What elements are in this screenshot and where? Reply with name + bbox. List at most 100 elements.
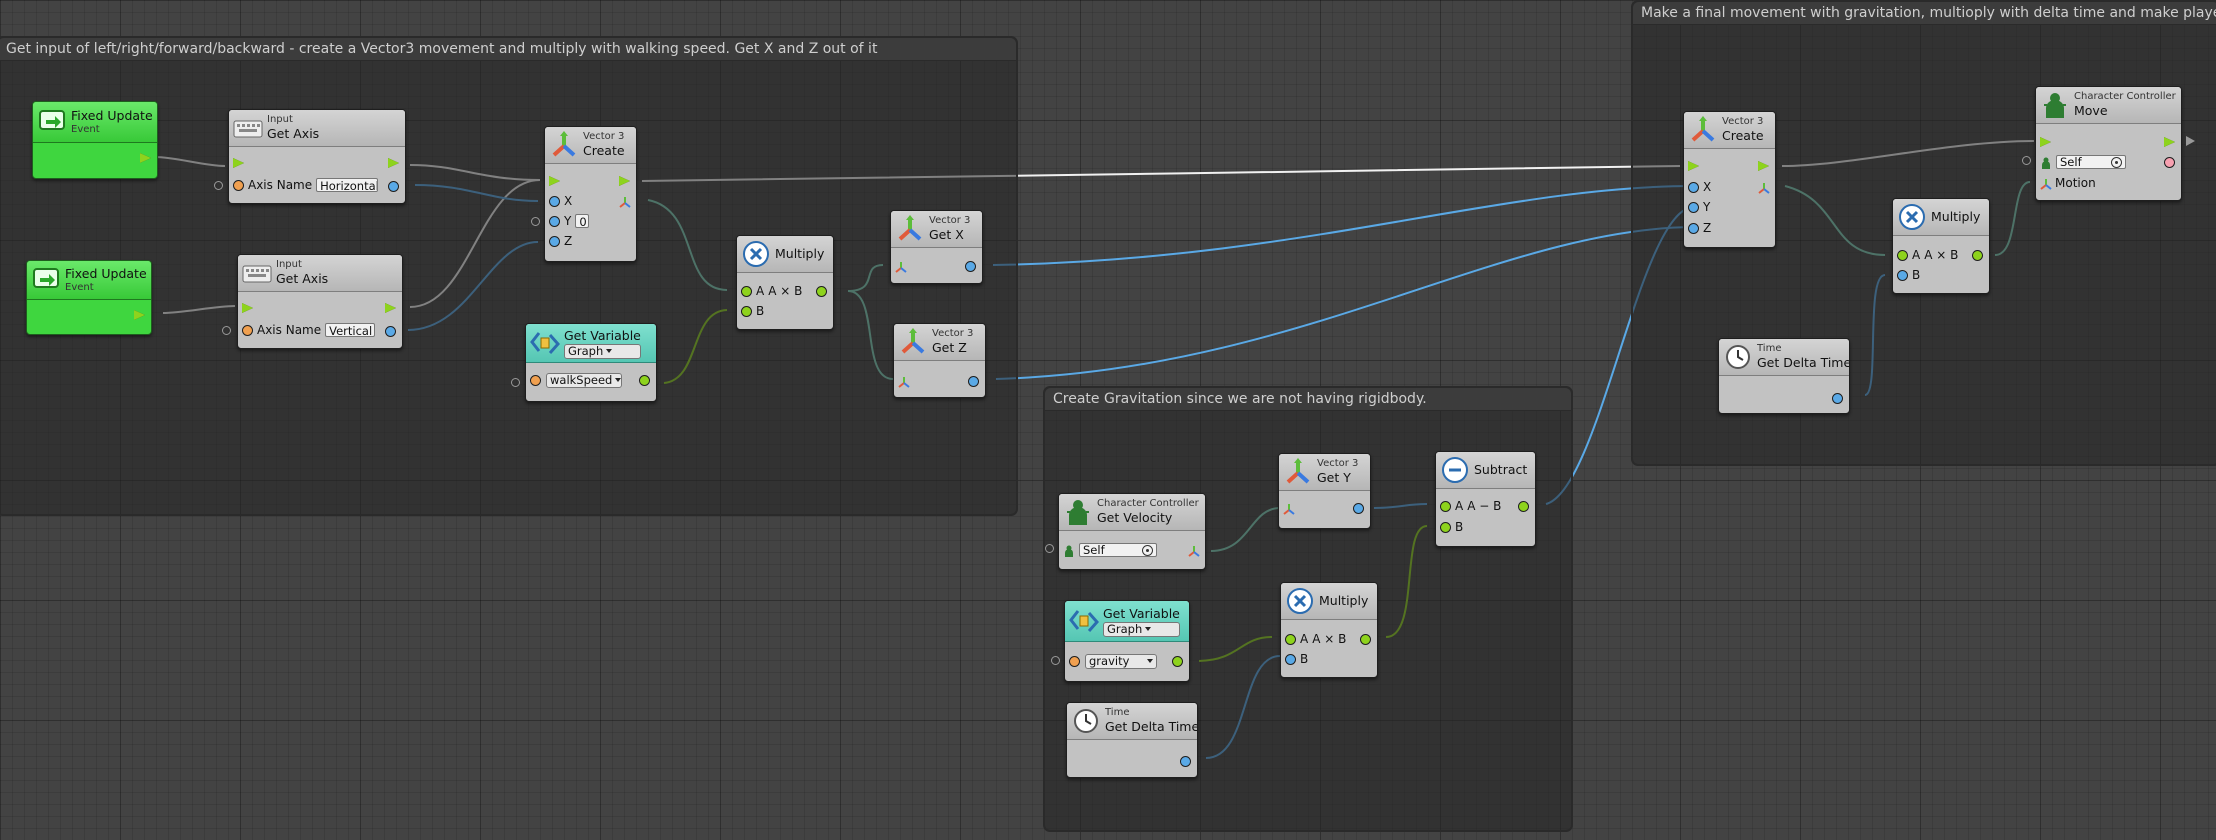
time-get-delta-time-node[interactable]: Time Get Delta Time [1718,338,1850,414]
y-input-port[interactable] [1688,201,1699,213]
vector3-output-port[interactable] [1188,545,1200,557]
result-output-port[interactable] [1972,249,1983,261]
fixed-update-node[interactable]: Fixed Update Event [26,260,152,335]
a-input-port[interactable] [1440,500,1451,512]
expression-label: A × B [1312,632,1347,646]
self-target-field[interactable]: Self [2056,155,2126,169]
time-get-delta-time-node[interactable]: Time Get Delta Time [1066,702,1198,778]
axis-name-port[interactable] [242,324,253,336]
float-output-port[interactable] [385,325,396,337]
motion-input-port[interactable] [2040,178,2052,190]
collision-flags-output-port[interactable] [2164,156,2175,168]
result-output-port[interactable] [816,285,827,297]
x-output-port[interactable] [965,260,976,272]
input-get-axis-node[interactable]: Input Get Axis Axis Name Horizontal [228,109,406,204]
unconnected-port[interactable] [2022,156,2031,165]
variable-name-port[interactable] [530,374,541,386]
vector3-input-port[interactable] [898,376,910,388]
vector3-get-y-node[interactable]: Vector 3 Get Y [1278,453,1371,529]
node-kind: Vector 3 [583,131,625,142]
self-target-field[interactable]: Self [1079,543,1157,557]
self-value: Self [1083,543,1105,557]
axis-name-field[interactable]: Horizontal [316,178,379,192]
variable-name-port[interactable] [1069,655,1080,667]
flow-output-port[interactable] [134,310,145,320]
y-value-field[interactable]: 0 [575,214,590,228]
fixed-update-node[interactable]: Fixed Update Event [32,101,158,179]
float-output-port[interactable] [388,180,399,192]
axis-name-port[interactable] [233,179,244,191]
flow-output-port[interactable] [619,176,630,186]
value-output-port[interactable] [1172,655,1183,667]
result-output-port[interactable] [1518,500,1529,512]
unconnected-port[interactable] [1051,656,1060,665]
b-input-port[interactable] [1897,269,1908,281]
z-input-port[interactable] [1688,222,1699,234]
z-output-port[interactable] [968,375,979,387]
vector3-create-node[interactable]: Vector 3 Create X Y Z [1683,111,1776,248]
object-picker-icon[interactable] [1142,544,1153,556]
delta-time-output-port[interactable] [1832,392,1843,404]
object-picker-icon[interactable] [2111,156,2122,168]
unconnected-port[interactable] [511,378,520,387]
flow-output-port[interactable] [385,303,396,313]
a-input-port[interactable] [1285,633,1296,645]
flow-input-port[interactable] [549,176,560,186]
z-input-port[interactable] [549,235,560,247]
y-output-port[interactable] [1353,502,1364,514]
flow-output-port[interactable] [140,153,151,163]
axis-name-field[interactable]: Vertical [325,323,376,337]
vector3-input-port[interactable] [895,261,907,273]
character-controller-velocity-node[interactable]: Character Controller Get Velocity Self [1058,493,1206,570]
variable-name-dropdown[interactable]: walkSpeed [546,372,622,388]
b-label: B [1300,652,1309,666]
vector3-output-port[interactable] [1758,182,1770,194]
character-controller-port[interactable] [1063,545,1074,557]
flow-output-port[interactable] [1758,161,1769,171]
y-input-port[interactable] [549,215,560,227]
vector3-output-port[interactable] [619,196,631,208]
b-input-port[interactable] [1440,521,1451,533]
group-title: Make a final movement with gravitation, … [1633,2,2216,25]
value-output-port[interactable] [639,374,650,386]
result-output-port[interactable] [1360,633,1371,645]
variable-name-dropdown[interactable]: gravity [1085,653,1157,669]
keyboard-icon [242,258,272,288]
vector3-input-port[interactable] [1283,503,1295,515]
character-controller-move-node[interactable]: Character Controller Move Self Motion [2035,86,2182,201]
flow-output-port[interactable] [388,158,399,168]
b-input-port[interactable] [1285,653,1296,665]
vector3-get-z-node[interactable]: Vector 3 Get Z [893,323,986,398]
flow-input-port[interactable] [242,303,253,313]
input-get-axis-node[interactable]: Input Get Axis Axis Name Vertical [237,254,403,349]
x-input-port[interactable] [549,195,560,207]
flow-input-port[interactable] [233,158,244,168]
unconnected-port[interactable] [214,181,223,190]
unconnected-port[interactable] [1045,544,1054,553]
b-input-port[interactable] [741,305,752,317]
unconnected-port[interactable] [222,326,231,335]
node-title: Multiply [1319,593,1369,608]
node-title: Move [2074,103,2108,118]
flow-input-port[interactable] [2040,137,2051,147]
flow-output-port[interactable] [2164,137,2175,147]
a-input-port[interactable] [1897,249,1908,261]
unconnected-port[interactable] [531,217,540,226]
vector3-get-x-node[interactable]: Vector 3 Get X [890,210,983,284]
get-variable-node[interactable]: Get Variable Graph gravity [1064,600,1190,682]
get-variable-node[interactable]: Get Variable Graph walkSpeed [525,323,657,402]
group-input-movement[interactable]: Get input of left/right/forward/backward… [0,36,1018,516]
delta-time-output-port[interactable] [1180,755,1191,767]
character-controller-port[interactable] [2040,157,2051,169]
variable-scope-dropdown[interactable]: Graph [1103,621,1180,637]
a-input-port[interactable] [741,285,752,297]
x-input-port[interactable] [1688,181,1699,193]
flow-input-port[interactable] [1688,161,1699,171]
variable-scope-dropdown[interactable]: Graph [564,343,641,359]
flow-output-endpoint[interactable] [2186,136,2195,146]
